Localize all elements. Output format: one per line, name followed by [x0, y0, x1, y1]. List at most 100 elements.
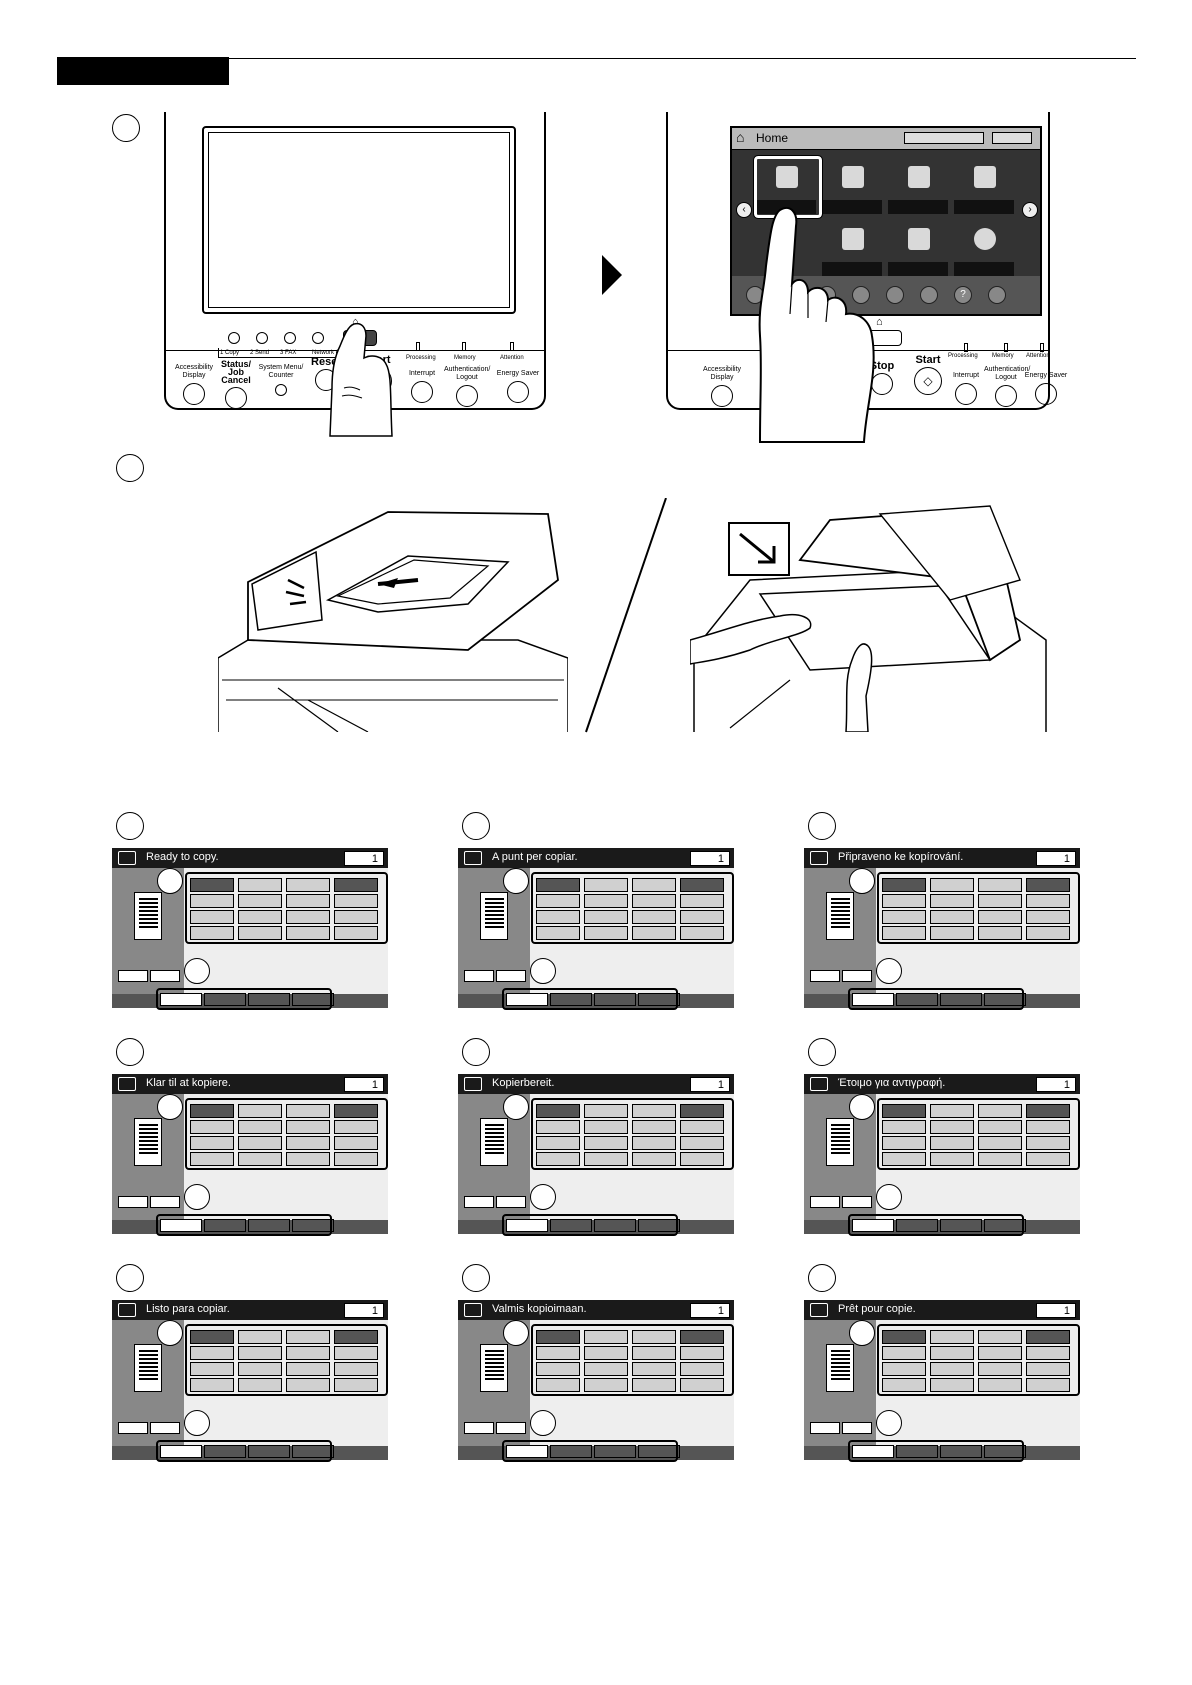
- home-app-scan[interactable]: [888, 220, 948, 276]
- tab[interactable]: [506, 1445, 548, 1458]
- function-key[interactable]: [286, 1136, 330, 1150]
- function-key[interactable]: [536, 1378, 580, 1392]
- function-key[interactable]: [632, 894, 676, 908]
- function-key[interactable]: [190, 1346, 234, 1360]
- function-key[interactable]: [190, 1120, 234, 1134]
- function-key[interactable]: [286, 1104, 330, 1118]
- next-page-button[interactable]: ›: [1022, 202, 1038, 218]
- function-key[interactable]: [632, 1330, 676, 1344]
- function-key[interactable]: [286, 1346, 330, 1360]
- function-key[interactable]: [238, 1330, 282, 1344]
- function-key[interactable]: [632, 1378, 676, 1392]
- function-key[interactable]: [536, 1120, 580, 1134]
- dock-btn-7[interactable]: [988, 286, 1006, 304]
- home-app-box[interactable]: [954, 158, 1014, 214]
- function-key[interactable]: [190, 894, 234, 908]
- function-key[interactable]: [882, 1120, 926, 1134]
- dock-btn-3[interactable]: [852, 286, 870, 304]
- function-key[interactable]: [930, 1136, 974, 1150]
- function-key[interactable]: [238, 1104, 282, 1118]
- authentication-logout-key[interactable]: Authentication/ Logout: [444, 366, 490, 407]
- function-key[interactable]: [978, 926, 1022, 940]
- function-key[interactable]: [190, 926, 234, 940]
- copy-count-field[interactable]: 1: [1036, 1077, 1076, 1092]
- function-key[interactable]: [190, 878, 234, 892]
- function-key[interactable]: [1026, 926, 1070, 940]
- interrupt-key[interactable]: Interrupt: [946, 372, 986, 405]
- function-key[interactable]: [584, 1362, 628, 1376]
- function-key[interactable]: [1026, 1362, 1070, 1376]
- energy-saver-key[interactable]: Energy Saver: [492, 370, 544, 403]
- function-key[interactable]: [1026, 910, 1070, 924]
- function-key[interactable]: [536, 1136, 580, 1150]
- tab[interactable]: [204, 1445, 246, 1458]
- function-key[interactable]: [882, 1330, 926, 1344]
- function-key[interactable]: [334, 910, 378, 924]
- accessibility-display-key[interactable]: Accessibility Display: [174, 364, 214, 405]
- tab[interactable]: [638, 993, 680, 1006]
- function-key[interactable]: [334, 1120, 378, 1134]
- function-key[interactable]: [632, 1120, 676, 1134]
- function-key[interactable]: [680, 926, 724, 940]
- function-key[interactable]: [882, 1152, 926, 1166]
- home-app-removable[interactable]: [822, 220, 882, 276]
- function-key[interactable]: [680, 894, 724, 908]
- preview-button[interactable]: [150, 970, 180, 982]
- function-key[interactable]: [680, 1330, 724, 1344]
- function-key[interactable]: [680, 1362, 724, 1376]
- function-key[interactable]: [882, 1362, 926, 1376]
- function-key[interactable]: [930, 1120, 974, 1134]
- copy-count-field[interactable]: 1: [1036, 851, 1076, 866]
- function-key[interactable]: [680, 1346, 724, 1360]
- preview-button[interactable]: [810, 1422, 840, 1434]
- tab[interactable]: [594, 1445, 636, 1458]
- function-key[interactable]: [536, 894, 580, 908]
- function-key[interactable]: [1026, 1330, 1070, 1344]
- function-key[interactable]: [190, 910, 234, 924]
- function-key[interactable]: [1026, 1378, 1070, 1392]
- accessibility-display-key[interactable]: Accessibility Display: [702, 366, 742, 407]
- function-key[interactable]: [930, 1362, 974, 1376]
- function-key[interactable]: [930, 1346, 974, 1360]
- preview-button[interactable]: [842, 1196, 872, 1208]
- function-key[interactable]: [882, 894, 926, 908]
- copy-count-field[interactable]: 1: [344, 1303, 384, 1318]
- function-key[interactable]: [584, 1120, 628, 1134]
- function-key[interactable]: [536, 910, 580, 924]
- function-key[interactable]: [930, 1152, 974, 1166]
- tab[interactable]: [160, 1219, 202, 1232]
- preview-button[interactable]: [118, 970, 148, 982]
- tab[interactable]: [204, 1219, 246, 1232]
- function-key[interactable]: [930, 1104, 974, 1118]
- tab[interactable]: [896, 993, 938, 1006]
- function-key[interactable]: [286, 1120, 330, 1134]
- prev-page-button[interactable]: ‹: [736, 202, 752, 218]
- function-key[interactable]: [978, 1330, 1022, 1344]
- tab[interactable]: [248, 993, 290, 1006]
- function-key[interactable]: [1026, 1120, 1070, 1134]
- function-key[interactable]: [930, 894, 974, 908]
- function-key[interactable]: [978, 910, 1022, 924]
- function-key-1-led[interactable]: [228, 332, 240, 344]
- function-key[interactable]: [632, 926, 676, 940]
- tab[interactable]: [160, 993, 202, 1006]
- preview-button[interactable]: [118, 1196, 148, 1208]
- tab[interactable]: [248, 1219, 290, 1232]
- function-key[interactable]: [978, 1136, 1022, 1150]
- preview-button[interactable]: [464, 1422, 494, 1434]
- tab[interactable]: [550, 993, 592, 1006]
- function-key[interactable]: [536, 1362, 580, 1376]
- function-key[interactable]: [978, 1362, 1022, 1376]
- preview-button[interactable]: [150, 1196, 180, 1208]
- function-key[interactable]: [680, 1152, 724, 1166]
- function-key[interactable]: [334, 926, 378, 940]
- preview-button[interactable]: [464, 970, 494, 982]
- function-key[interactable]: [334, 1378, 378, 1392]
- function-key[interactable]: [632, 1346, 676, 1360]
- home-header-button[interactable]: [992, 132, 1032, 144]
- function-key[interactable]: [584, 1152, 628, 1166]
- function-key[interactable]: [632, 1152, 676, 1166]
- function-key[interactable]: [286, 1362, 330, 1376]
- preview-button[interactable]: [496, 1422, 526, 1434]
- function-key[interactable]: [882, 910, 926, 924]
